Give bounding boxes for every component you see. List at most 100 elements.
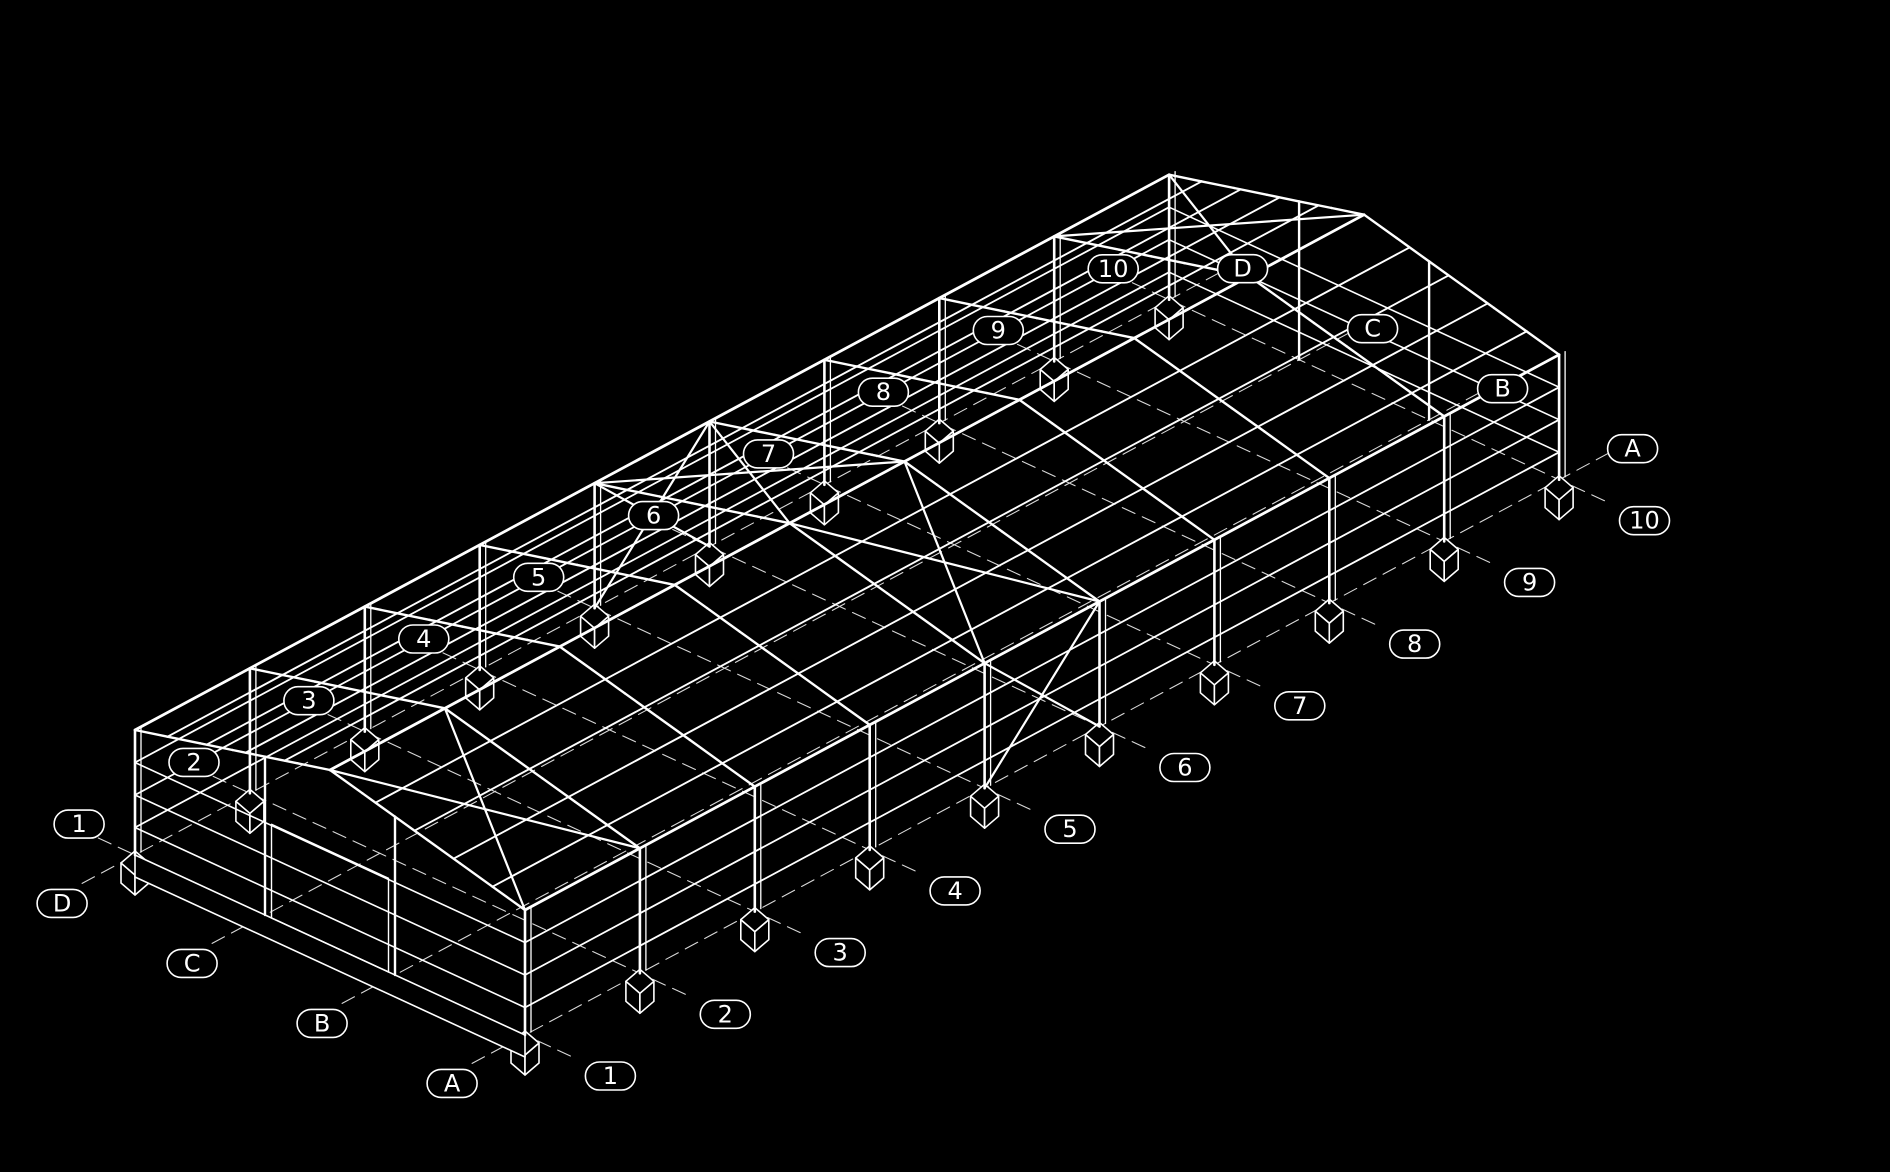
rafter-7-seg-7 [953, 385, 989, 395]
frame-tag-left-4-label: 4 [416, 625, 431, 653]
row-tag-back-B-capsule [1476, 373, 1529, 404]
frame-tag-left-10-capsule [1087, 254, 1139, 284]
rafter-2-seg-10 [281, 673, 317, 683]
rafter-6-seg-0 [1065, 577, 1101, 603]
row-tag-back-D: D [1216, 253, 1269, 284]
footing-front-4-top [854, 845, 885, 871]
frame-tag-left-6-capsule [627, 500, 680, 531]
row-tag-back-C-capsule [1346, 313, 1399, 344]
rafter-5-seg-1 [918, 615, 954, 642]
row-tag-back-A: A [1606, 433, 1659, 464]
roof-purlin-3 [374, 246, 1411, 804]
row-tag-front-C-label: C [184, 949, 201, 977]
rafter-2-seg-6 [411, 700, 447, 710]
row-tag-back-B-label: B [1494, 375, 1510, 403]
rafter-8-seg-6 [1100, 330, 1136, 340]
rafter-4-seg-5 [673, 583, 709, 610]
frame-tag-right-7: 7 [1274, 690, 1326, 721]
rafter-10-seg-11 [1167, 173, 1203, 183]
rafter-5-seg-11 [593, 482, 629, 492]
row-tag-front-A-capsule [426, 1068, 478, 1099]
rafter-6-seg-7 [838, 447, 874, 456]
footing-front-10-top [1544, 474, 1574, 501]
grid-axis-lines [81, 273, 1609, 1064]
rafter-3-seg-0 [721, 762, 756, 788]
rafter-2-seg-3 [508, 753, 544, 780]
rafter-6-seg-6 [870, 453, 906, 463]
rafter-10-seg-10 [1200, 180, 1236, 190]
footing-back-5-top [579, 603, 610, 630]
rafter-3-seg-6 [526, 638, 561, 648]
rafter-2-seg-0 [606, 823, 642, 850]
rafter-2-seg-2 [541, 777, 577, 803]
frame-tag-right-5-capsule [1044, 814, 1096, 845]
rafter-2-seg-1 [573, 800, 609, 827]
rafter-4-seg-8 [576, 563, 611, 573]
rafter-7-seg-0 [1180, 515, 1216, 541]
rafter-3-seg-5 [558, 645, 594, 672]
rafter-3-seg-8 [461, 625, 496, 635]
roof-purlin-2 [413, 274, 1450, 832]
structural-frame [133, 171, 1566, 1037]
roof-brace-end-10-b [1053, 213, 1366, 238]
frame-tag-right-7-label: 7 [1292, 692, 1307, 720]
rafter-8-seg-10 [970, 303, 1006, 313]
rafter-5-seg-10 [625, 488, 661, 498]
rafter-8-seg-4 [1165, 360, 1201, 386]
rafter-9-seg-8 [1150, 255, 1186, 265]
frame-tag-left-2-capsule [168, 747, 220, 778]
side-girt-A-1 [524, 418, 1560, 976]
frame-tag-left-7-label: 7 [761, 440, 776, 468]
rafter-10-seg-5 [1362, 213, 1398, 240]
frame-tag-left-3-capsule [283, 685, 335, 716]
rafter-1-seg-4 [361, 792, 397, 818]
rafter-10-seg-1 [1492, 306, 1528, 333]
rafter-8-seg-2 [1230, 406, 1266, 433]
frame-tag-right-3-capsule [814, 937, 867, 968]
gable-girt-10-0 [1168, 271, 1560, 454]
frame-tag-left-3-label: 3 [301, 687, 316, 715]
rafter-3-seg-2 [656, 715, 691, 742]
footing-front-3-top [739, 906, 770, 933]
row-tag-back-D-capsule [1216, 253, 1269, 284]
rafter-3-seg-7 [493, 632, 529, 642]
rafter-9-seg-11 [1052, 235, 1088, 245]
frame-tag-left-9-label: 9 [991, 317, 1006, 345]
row-tag-front-D-capsule [36, 888, 88, 919]
rafter-8-seg-7 [1068, 323, 1104, 333]
rafter-10-seg-2 [1460, 283, 1496, 310]
footing-front-6-top [1084, 721, 1115, 748]
rafter-4-seg-6 [641, 577, 676, 587]
rafter-2-seg-5 [443, 707, 479, 733]
rafter-4-seg-3 [738, 630, 774, 657]
frame-tag-left-10-label: 10 [1098, 255, 1129, 283]
rafter-5-seg-8 [690, 502, 726, 512]
gable-door-opening [270, 823, 390, 973]
rafter-4-seg-11 [478, 543, 514, 553]
rafter-6-seg-3 [968, 507, 1004, 533]
frame-tag-right-3: 3 [814, 937, 867, 968]
gable-girt-10-2 [1168, 206, 1560, 389]
rafter-9-seg-10 [1085, 241, 1121, 251]
rafter-1-seg-1 [458, 862, 494, 888]
row-tag-front-C: C [166, 948, 218, 979]
rafter-1-seg-2 [426, 838, 462, 865]
rafter-5-seg-7 [723, 508, 759, 518]
row-tag-front-B: B [296, 1008, 348, 1039]
frame-tag-left-8-capsule [857, 377, 910, 408]
gable-girt-1-2 [134, 761, 526, 944]
rafter-1-seg-7 [263, 755, 299, 765]
frame-tag-right-10-label: 10 [1629, 507, 1660, 535]
roof-purlin-4 [328, 213, 1366, 772]
rafter-5-seg-3 [853, 568, 889, 595]
rafter-6-seg-4 [935, 483, 971, 510]
frame-tag-left-7-capsule [742, 439, 795, 469]
frame-tag-left-2: 2 [168, 747, 220, 778]
frame-tag-left-8: 8 [857, 377, 910, 408]
frame-tag-left-5-capsule [512, 562, 565, 593]
rafter-8-seg-11 [938, 296, 973, 306]
frame-tag-right-9: 9 [1503, 567, 1556, 598]
rafter-7-seg-1 [1148, 491, 1184, 518]
